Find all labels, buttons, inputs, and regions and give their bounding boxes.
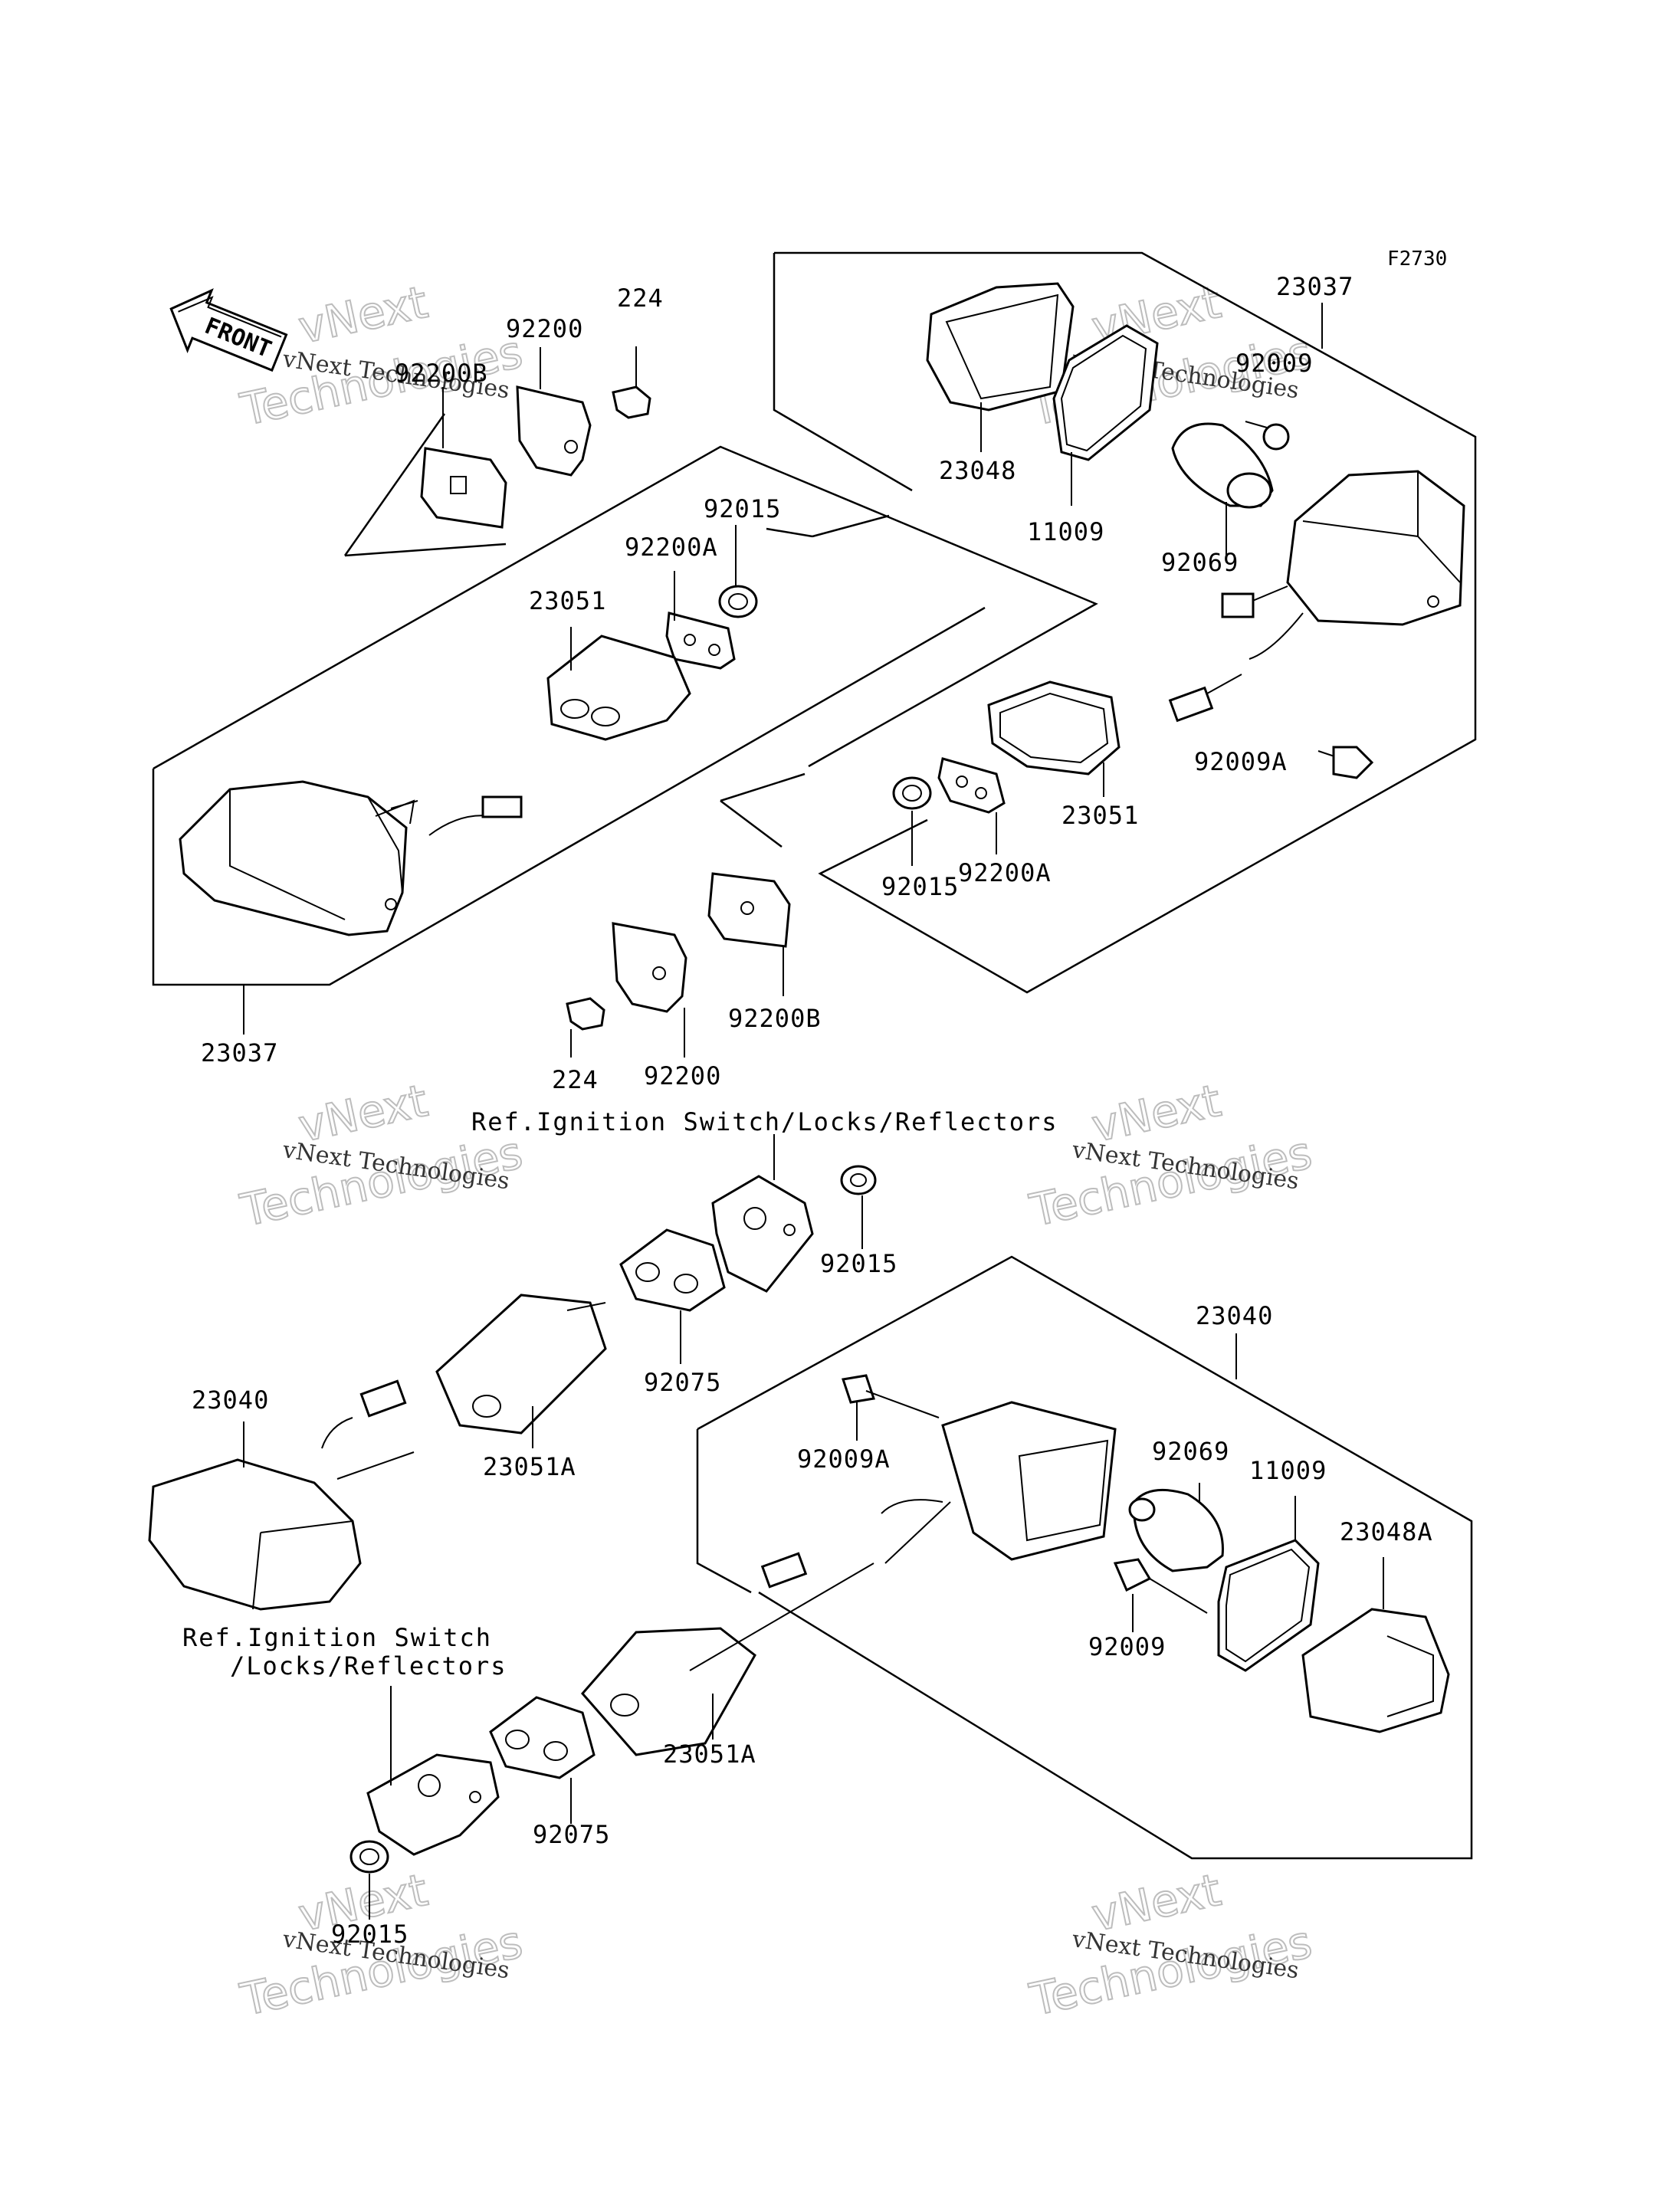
label-92015-bottom: 92015 (331, 1920, 409, 1949)
part-reflector-bracket-lower (366, 1753, 500, 1856)
label-23051-left: 23051 (529, 586, 606, 615)
front-arrow-icon: FRONT (169, 288, 288, 372)
part-23051-gasket-right (987, 680, 1121, 776)
part-92069-bulb-bottom (1128, 1488, 1224, 1572)
part-23048A-lens (1301, 1608, 1450, 1733)
label-11009-bottom: 11009 (1249, 1456, 1327, 1485)
group-outline-upper-right (720, 251, 1477, 994)
part-connector-right (1168, 674, 1242, 723)
part-23051A-housing-upper (435, 1294, 607, 1435)
part-224-bolt-top (612, 346, 651, 419)
label-23048: 23048 (939, 456, 1016, 485)
label-92200-top: 92200 (506, 314, 583, 343)
label-92200A-left: 92200A (625, 533, 718, 562)
group-outline-lower-right (696, 1255, 1473, 1860)
label-224-top: 224 (617, 284, 664, 313)
label-23037-right: 23037 (1276, 272, 1354, 301)
part-92069-bulb-top (1171, 422, 1274, 509)
label-92200B-top: 92200B (395, 359, 488, 388)
label-23048A: 23048A (1340, 1517, 1433, 1546)
part-224-bolt-bottom (566, 997, 605, 1058)
label-92009-top: 92009 (1235, 349, 1313, 378)
label-92015-upper-rear: 92015 (820, 1249, 897, 1278)
part-23037-turn-signal-right (1221, 470, 1465, 660)
label-92200-bottom: 92200 (644, 1061, 721, 1090)
part-92200A-plate-right (937, 757, 1006, 814)
label-23040-right: 23040 (1196, 1301, 1273, 1330)
label-23040-left: 23040 (192, 1385, 269, 1415)
part-23051-gasket-left (546, 635, 691, 741)
label-92069-bottom: 92069 (1152, 1437, 1229, 1466)
part-92200-bracket-bottom (612, 922, 687, 1013)
leader-lines (243, 303, 1384, 1920)
label-92015-left: 92015 (704, 494, 781, 523)
reference-ignition-switch-upper: Ref.Ignition Switch/Locks/Reflectors (471, 1107, 1058, 1136)
label-92015-mid: 92015 (881, 872, 959, 901)
part-reflector-bracket-upper (711, 1175, 814, 1293)
label-92200B-bottom: 92200B (728, 1004, 822, 1033)
part-92200A-plate-left (665, 612, 736, 670)
part-23040-turn-signal-left (148, 1379, 415, 1611)
watermark-bottom-right: vNext Technologies vNext Technologies (1025, 1863, 1317, 2027)
svg-text:vNext: vNext (294, 276, 432, 354)
label-92075-lower: 92075 (533, 1820, 610, 1849)
label-92009A-top: 92009A (1194, 747, 1288, 776)
group-outline-upper-left (152, 413, 1098, 986)
part-92009-screw-bottom (1113, 1558, 1208, 1614)
label-92009A-bottom: 92009A (797, 1444, 891, 1474)
part-23048-lens (926, 282, 1075, 412)
part-92200-bracket-top (516, 385, 592, 477)
svg-text:vNext: vNext (1088, 1074, 1226, 1153)
reference-ignition-switch-lower-line1: Ref.Ignition Switch (182, 1623, 492, 1652)
label-23037-left: 23037 (201, 1038, 278, 1067)
part-92015-washer-upper-rear (840, 1165, 877, 1195)
part-connector-lower (760, 1552, 808, 1589)
label-92075-upper: 92075 (644, 1368, 721, 1397)
label-92069-top: 92069 (1161, 548, 1239, 577)
label-92200A-right: 92200A (958, 858, 1052, 887)
part-92015-nut-left (718, 585, 758, 618)
part-92009A-screw-top (1317, 746, 1374, 779)
part-23040-turn-signal-right (881, 1401, 1117, 1564)
part-11009-gasket-bottom (1217, 1539, 1320, 1672)
part-92009A-screw-bottom (842, 1374, 940, 1418)
part-92015-nut-mid (892, 776, 932, 810)
label-23051A-right: 23051A (663, 1740, 756, 1769)
part-23037-turn-signal-left (179, 780, 523, 936)
watermark-mid-left: vNext Technologies vNext Technologies (235, 1074, 528, 1238)
part-92015-nut-bottom (349, 1840, 389, 1874)
label-224-bottom: 224 (552, 1065, 599, 1094)
reference-ignition-switch-lower-line2: /Locks/Reflectors (230, 1651, 507, 1681)
label-92009-bottom: 92009 (1088, 1632, 1166, 1661)
part-11009-gasket-top (1052, 324, 1159, 461)
label-23051A-left: 23051A (483, 1452, 576, 1481)
label-23051-right: 23051 (1061, 801, 1139, 830)
figure-code: F2730 (1387, 248, 1447, 271)
watermark-top-left: vNext Technologies vNext Technologies (235, 275, 528, 437)
part-92075-grommet-lower (489, 1696, 596, 1779)
label-11009-top: 11009 (1027, 517, 1104, 546)
part-23051A-housing-lower (581, 1562, 874, 1756)
svg-text:vNext: vNext (1088, 1864, 1226, 1942)
part-92200B-plate-bottom (707, 872, 791, 948)
part-92075-grommet-upper (619, 1228, 726, 1312)
watermark-mid-right: vNext Technologies vNext Technologies (1025, 1074, 1317, 1238)
part-92009-screw-top (1245, 421, 1290, 451)
part-92200B-plate-top (420, 447, 507, 529)
